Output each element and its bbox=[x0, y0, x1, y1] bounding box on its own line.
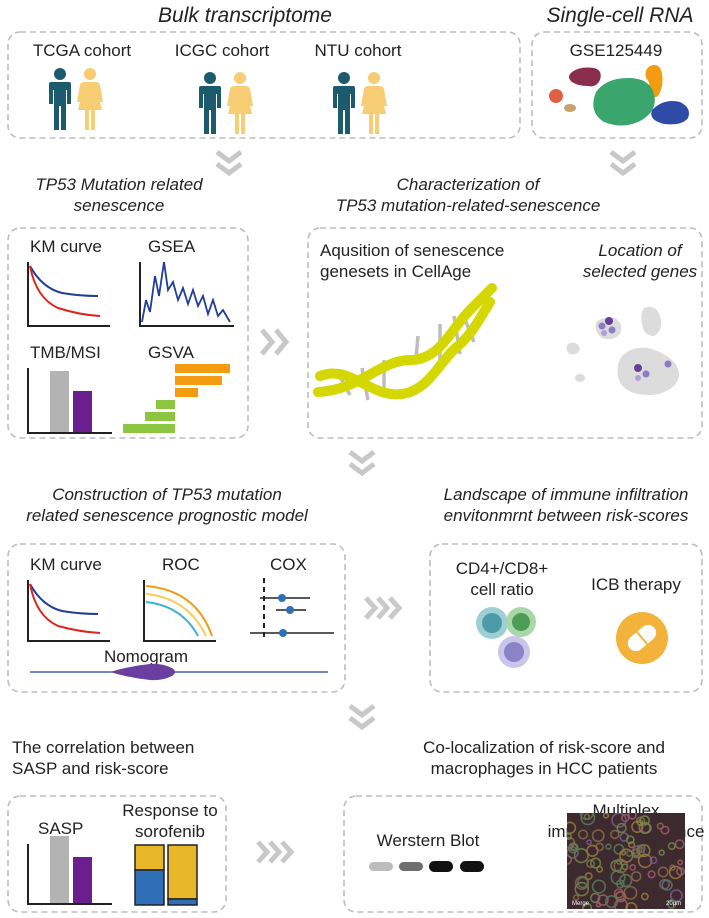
chevron-down-icon bbox=[217, 152, 241, 173]
section3-left-box bbox=[7, 795, 227, 913]
km-curve-label: KM curve bbox=[30, 555, 102, 574]
bulk-transcriptome-title: Bulk transcriptome bbox=[158, 4, 332, 27]
immunofluorescence-image: Merge 20μm bbox=[567, 813, 685, 909]
location-label: selected genes bbox=[583, 262, 698, 281]
icgc-cohort-label: ICGC cohort bbox=[175, 41, 270, 60]
response-label: Response to bbox=[122, 801, 217, 820]
icgc-male-icon bbox=[199, 72, 221, 134]
single-cell-clusters-icon bbox=[549, 65, 689, 126]
section2-left-title: Construction of TP53 mutation bbox=[52, 485, 282, 504]
sasp-label: SASP bbox=[38, 819, 83, 838]
chevron-right-icon bbox=[366, 598, 399, 618]
single-cell-rna-title: Single-cell RNA bbox=[546, 4, 693, 27]
section1-right-box bbox=[307, 227, 703, 439]
section1-left-box bbox=[7, 227, 249, 439]
km-curve-plot bbox=[27, 262, 110, 327]
roc-label: ROC bbox=[162, 555, 200, 574]
km-curve-plot bbox=[27, 580, 110, 642]
icgc-female-icon bbox=[227, 72, 253, 134]
km-curve-label: KM curve bbox=[30, 237, 102, 256]
sasp-bars bbox=[27, 836, 112, 905]
chevron-down-icon bbox=[350, 706, 374, 727]
cox-forest-plot bbox=[250, 578, 334, 640]
gse-box bbox=[531, 31, 703, 139]
section1-right-title: Characterization of bbox=[397, 175, 542, 194]
tcga-cohort-label: TCGA cohort bbox=[33, 41, 132, 60]
tmb-msi-bars bbox=[27, 368, 112, 434]
dna-helix-icon bbox=[313, 283, 497, 401]
chevron-right-icon bbox=[260, 328, 290, 356]
tmb-msi-label: TMB/MSI bbox=[30, 343, 101, 362]
ntu-male-icon bbox=[333, 72, 355, 134]
western-blot-label: Werstern Blot bbox=[377, 831, 480, 850]
section1-right-title: TP53 mutation-related-senescence bbox=[336, 196, 601, 215]
tcga-female-icon bbox=[77, 68, 103, 130]
roc-plot bbox=[143, 580, 216, 642]
chevron-down-icon bbox=[611, 152, 635, 173]
acquisition-label: genesets in CellAge bbox=[320, 262, 471, 281]
gsva-label: GSVA bbox=[148, 343, 195, 362]
section2-right-title: envitonmrnt between risk-scores bbox=[444, 506, 689, 525]
section1-left-title: senescence bbox=[74, 196, 165, 215]
cohort-box bbox=[7, 31, 521, 139]
nomogram-density bbox=[30, 663, 328, 681]
pill-icon bbox=[616, 612, 668, 664]
section3-right-title: Co-localization of risk-score and bbox=[423, 738, 665, 757]
gsea-plot bbox=[139, 261, 234, 327]
response-stacked-bars bbox=[134, 844, 198, 906]
section3-left-title: SASP and risk-score bbox=[12, 759, 169, 778]
cells-icon bbox=[476, 607, 536, 668]
location-label: Location of bbox=[598, 241, 683, 260]
cd4-cd8-label: CD4+/CD8+ bbox=[456, 559, 549, 578]
cox-label: COX bbox=[270, 555, 307, 574]
acquisition-label: Aqusition of senescence bbox=[320, 241, 504, 260]
section2-right-box bbox=[429, 543, 703, 693]
tcga-male-icon bbox=[49, 68, 71, 130]
ntu-female-icon bbox=[361, 72, 387, 134]
section2-left-title: related senescence prognostic model bbox=[26, 506, 309, 525]
if-merge-label: Merge bbox=[572, 901, 590, 907]
section2-left-box bbox=[7, 543, 346, 693]
if-scale-label: 20μm bbox=[666, 901, 681, 907]
chevron-down-icon bbox=[350, 452, 374, 473]
section3-right-box bbox=[343, 795, 703, 913]
gene-location-map-icon bbox=[566, 307, 679, 395]
western-blot-bands bbox=[369, 861, 484, 872]
section1-left-title: TP53 Mutation related bbox=[35, 175, 203, 194]
section3-left-title: The correlation between bbox=[12, 738, 194, 757]
gsea-label: GSEA bbox=[148, 237, 196, 256]
section3-right-title: macrophages in HCC patients bbox=[431, 759, 658, 778]
nomogram-label: Nomogram bbox=[104, 647, 188, 666]
response-label: sorofenib bbox=[135, 822, 205, 841]
ntu-cohort-label: NTU cohort bbox=[315, 41, 402, 60]
chevron-right-icon bbox=[258, 842, 291, 862]
icb-therapy-label: ICB therapy bbox=[591, 575, 681, 594]
section2-right-title: Landscape of immune infiltration bbox=[444, 485, 689, 504]
gse-label: GSE125449 bbox=[570, 41, 663, 60]
cd4-cd8-label: cell ratio bbox=[470, 580, 533, 599]
gsva-bars bbox=[123, 364, 230, 433]
